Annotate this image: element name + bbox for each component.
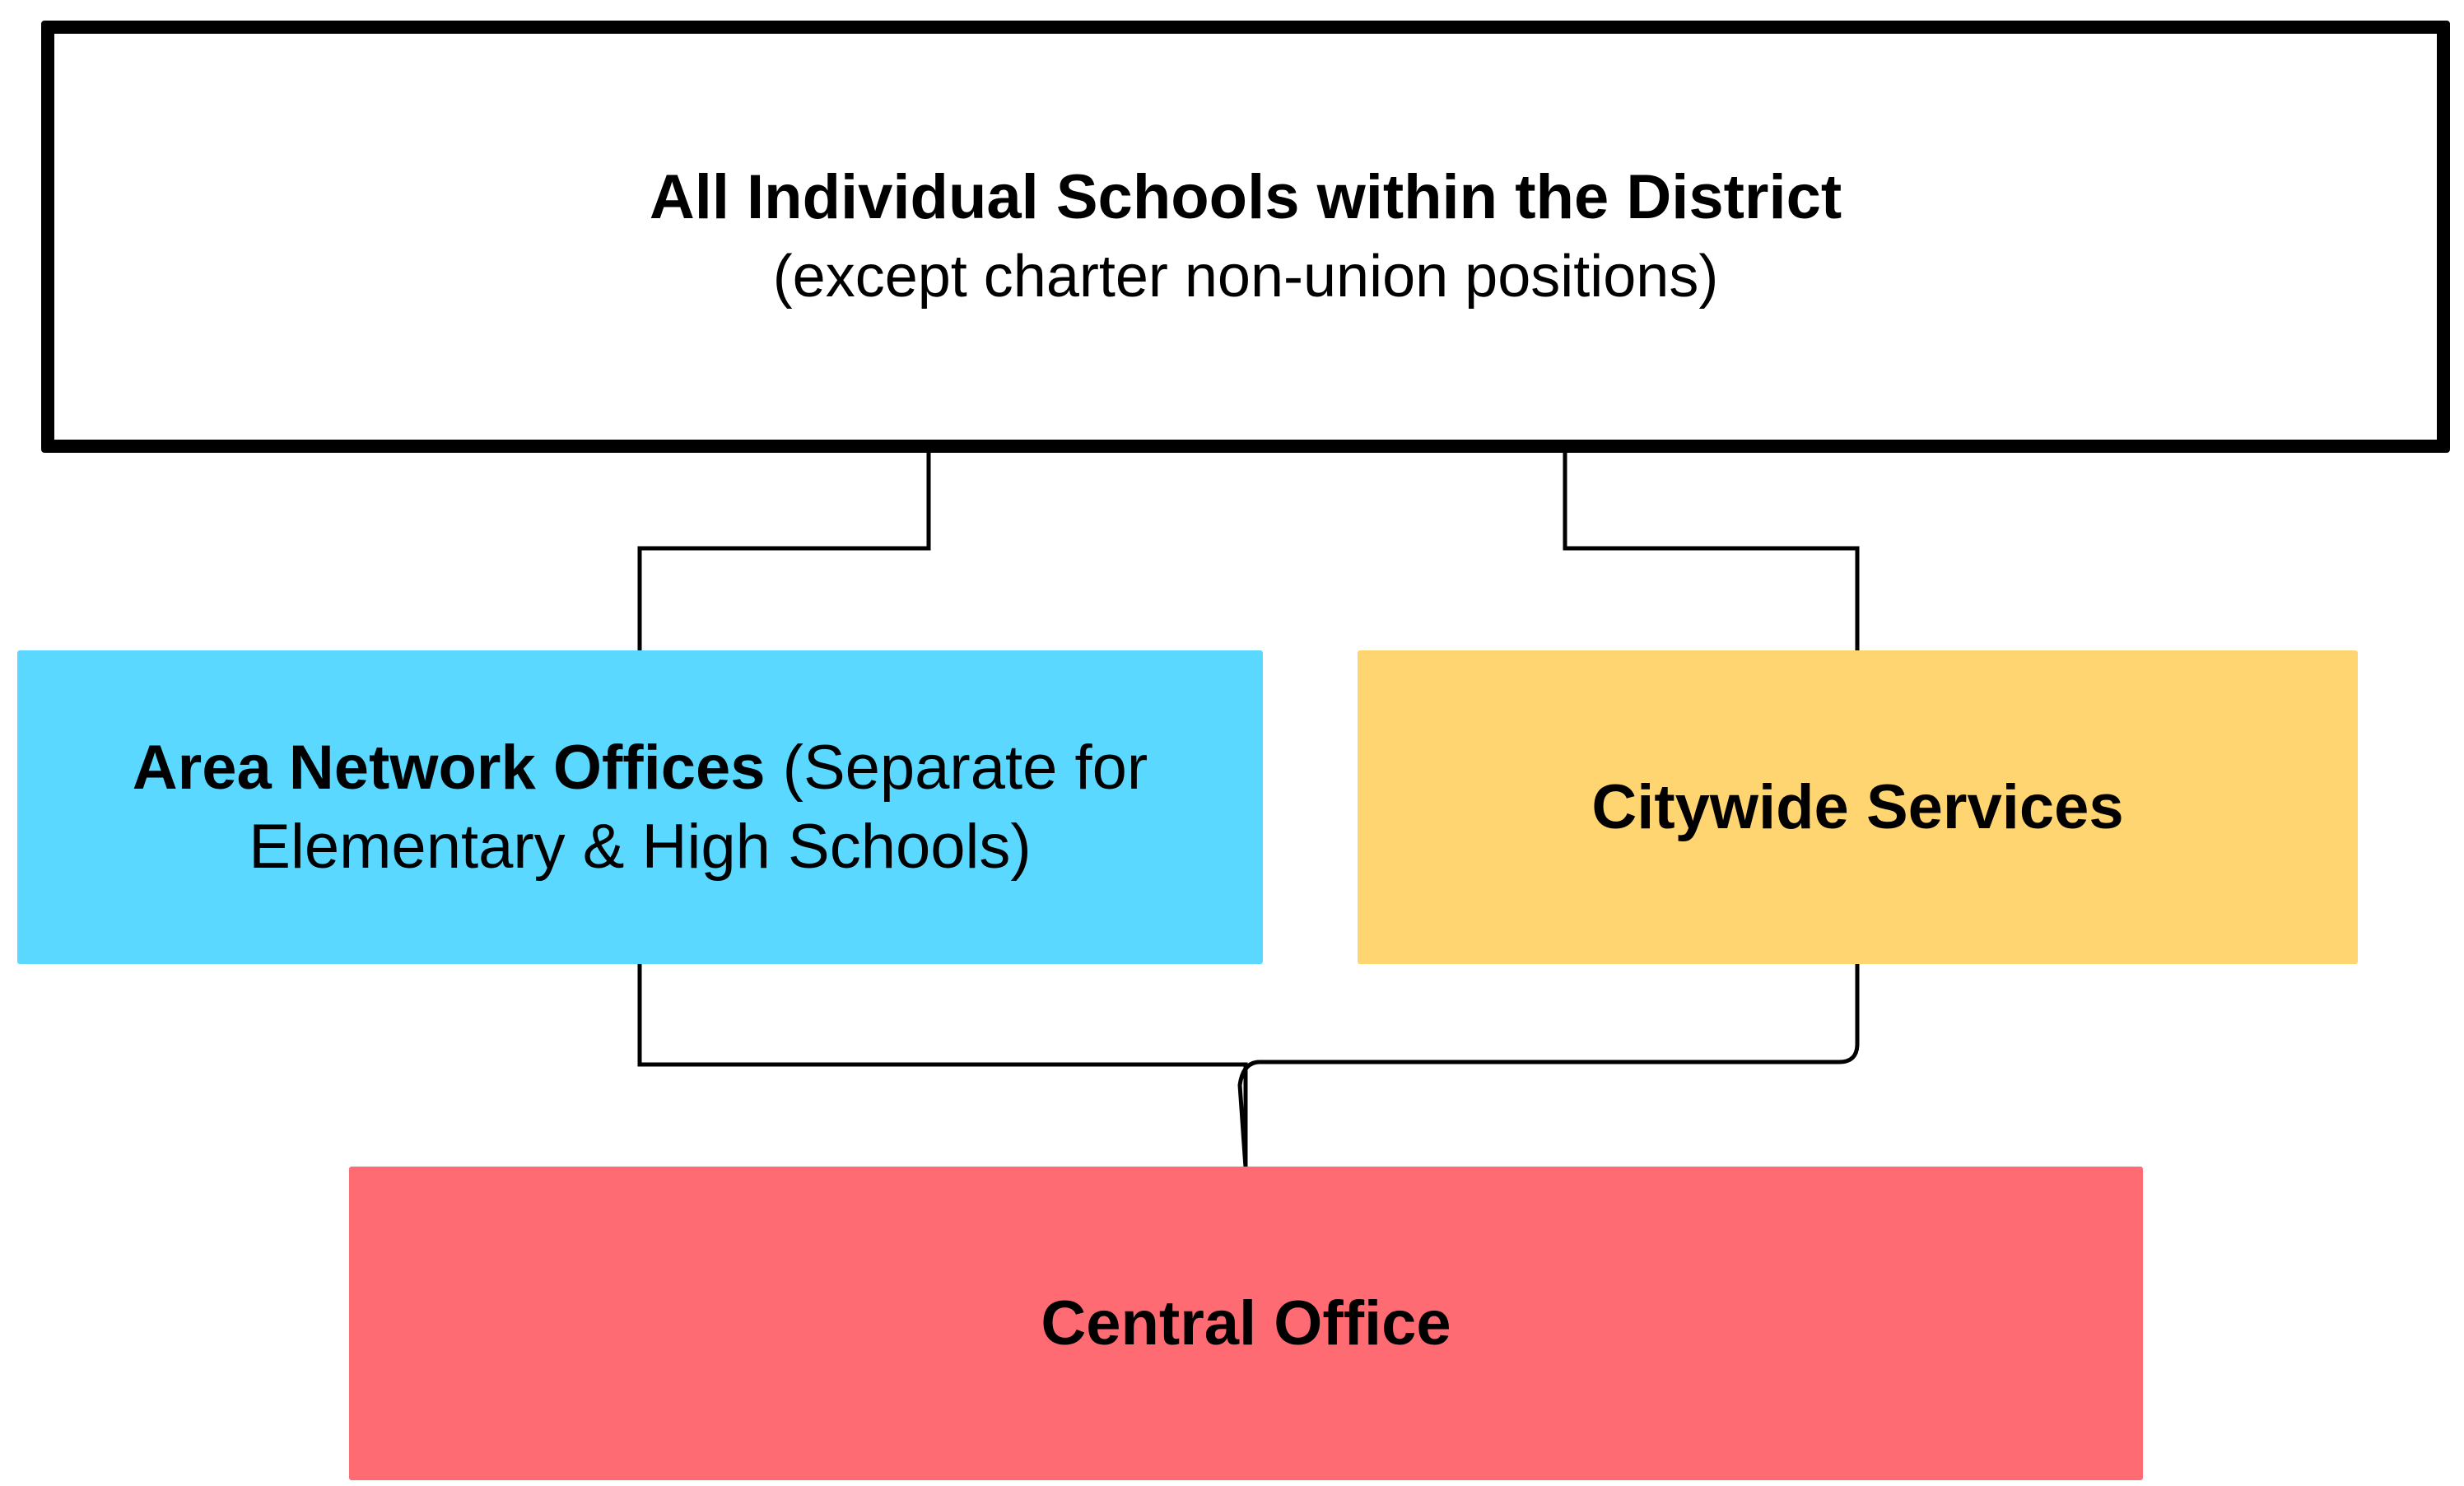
connector-top-to-city (1563, 451, 1860, 650)
central-title: Central Office (1041, 1288, 1451, 1358)
connector-area-to-central (637, 963, 1248, 1167)
area-network-offices-box: Area Network Offices (Separate for Eleme… (17, 650, 1263, 964)
citywide-services-box: Citywide Services (1358, 650, 2358, 964)
area-title-rest: (Separate for (765, 732, 1148, 803)
all-schools-title: All Individual Schools within the Distri… (649, 161, 1842, 232)
citywide-title: Citywide Services (1591, 771, 2124, 842)
all-schools-subtitle: (except charter non-union positions) (772, 243, 1719, 310)
area-title-bold: Area Network Offices (132, 732, 766, 803)
central-office-box: Central Office (349, 1167, 2143, 1480)
connector-city-to-central (1237, 963, 1860, 1168)
area-line2: Elementary & High Schools) (249, 811, 1032, 882)
connector-top-to-area (637, 451, 931, 650)
all-schools-box: All Individual Schools within the Distri… (41, 21, 2450, 453)
